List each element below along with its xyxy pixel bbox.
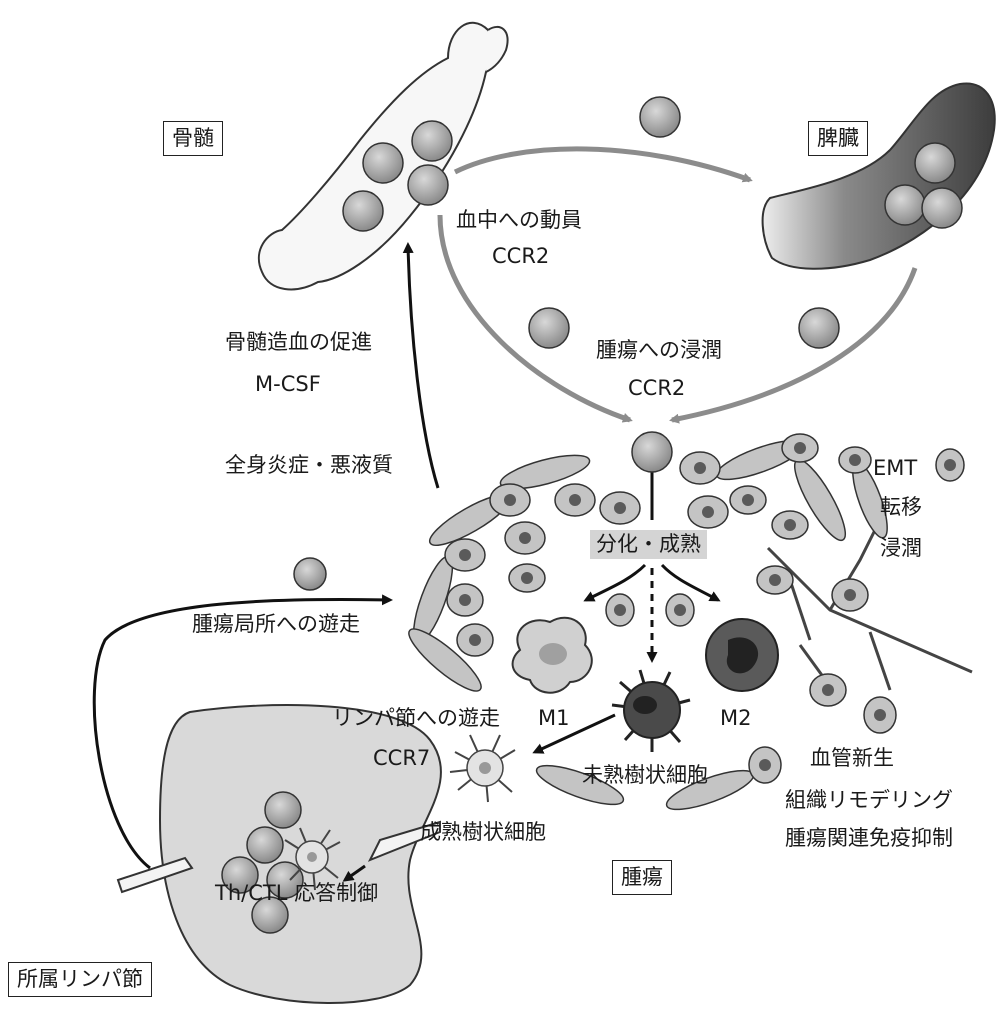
m2-label: M2 [720,708,751,729]
inflammation-label: 全身炎症・悪液質 [225,455,393,476]
remodeling-label: 組織リモデリング [785,790,953,811]
m1-macrophage [513,618,592,693]
differentiation-label: 分化・成熟 [590,530,707,559]
m2-macrophage [706,619,778,691]
bone-marrow-label: 骨髄 [163,121,223,156]
hematopoiesis-arrow [408,245,438,488]
immature-dc-label: 未熟樹状細胞 [582,765,708,786]
emt-label: EMT [873,458,917,479]
ccr7-label: CCR7 [373,748,430,769]
infiltration-factor: CCR2 [628,378,685,399]
mobilization-arrow [455,149,750,180]
response-control-label: Th/CTL 応答制御 [215,883,378,904]
metastasis-label: 転移 [880,497,922,518]
blood-vessel [768,528,972,700]
migration-to-lymph-label: リンパ節への遊走 [332,708,500,729]
angiogenesis-label: 血管新生 [810,748,894,769]
immunosuppression-label: 腫瘍関連免疫抑制 [785,828,953,849]
spleen-shape [763,83,995,268]
migration-to-tumor-label: 腫瘍局所への遊走 [192,614,360,635]
m1-label: M1 [538,708,569,729]
mature-dendritic-cell [450,735,515,802]
lymph-node-label: 所属リンパ節 [8,962,152,997]
spleen-label: 脾臓 [808,121,868,156]
mobilization-factor: CCR2 [492,246,549,267]
invasion-label: 浸潤 [880,538,922,559]
hematopoiesis-factor: M-CSF [255,374,321,395]
infiltration-label: 腫瘍への浸潤 [596,340,722,361]
hematopoiesis-label: 骨髄造血の促進 [225,332,372,353]
tumor-label: 腫瘍 [612,860,672,895]
diff-arrow-right [662,565,718,600]
mature-dc-label: 成熟樹状細胞 [420,822,546,843]
immature-dendritic-cell [612,670,690,752]
mobilization-label: 血中への動員 [456,210,582,231]
